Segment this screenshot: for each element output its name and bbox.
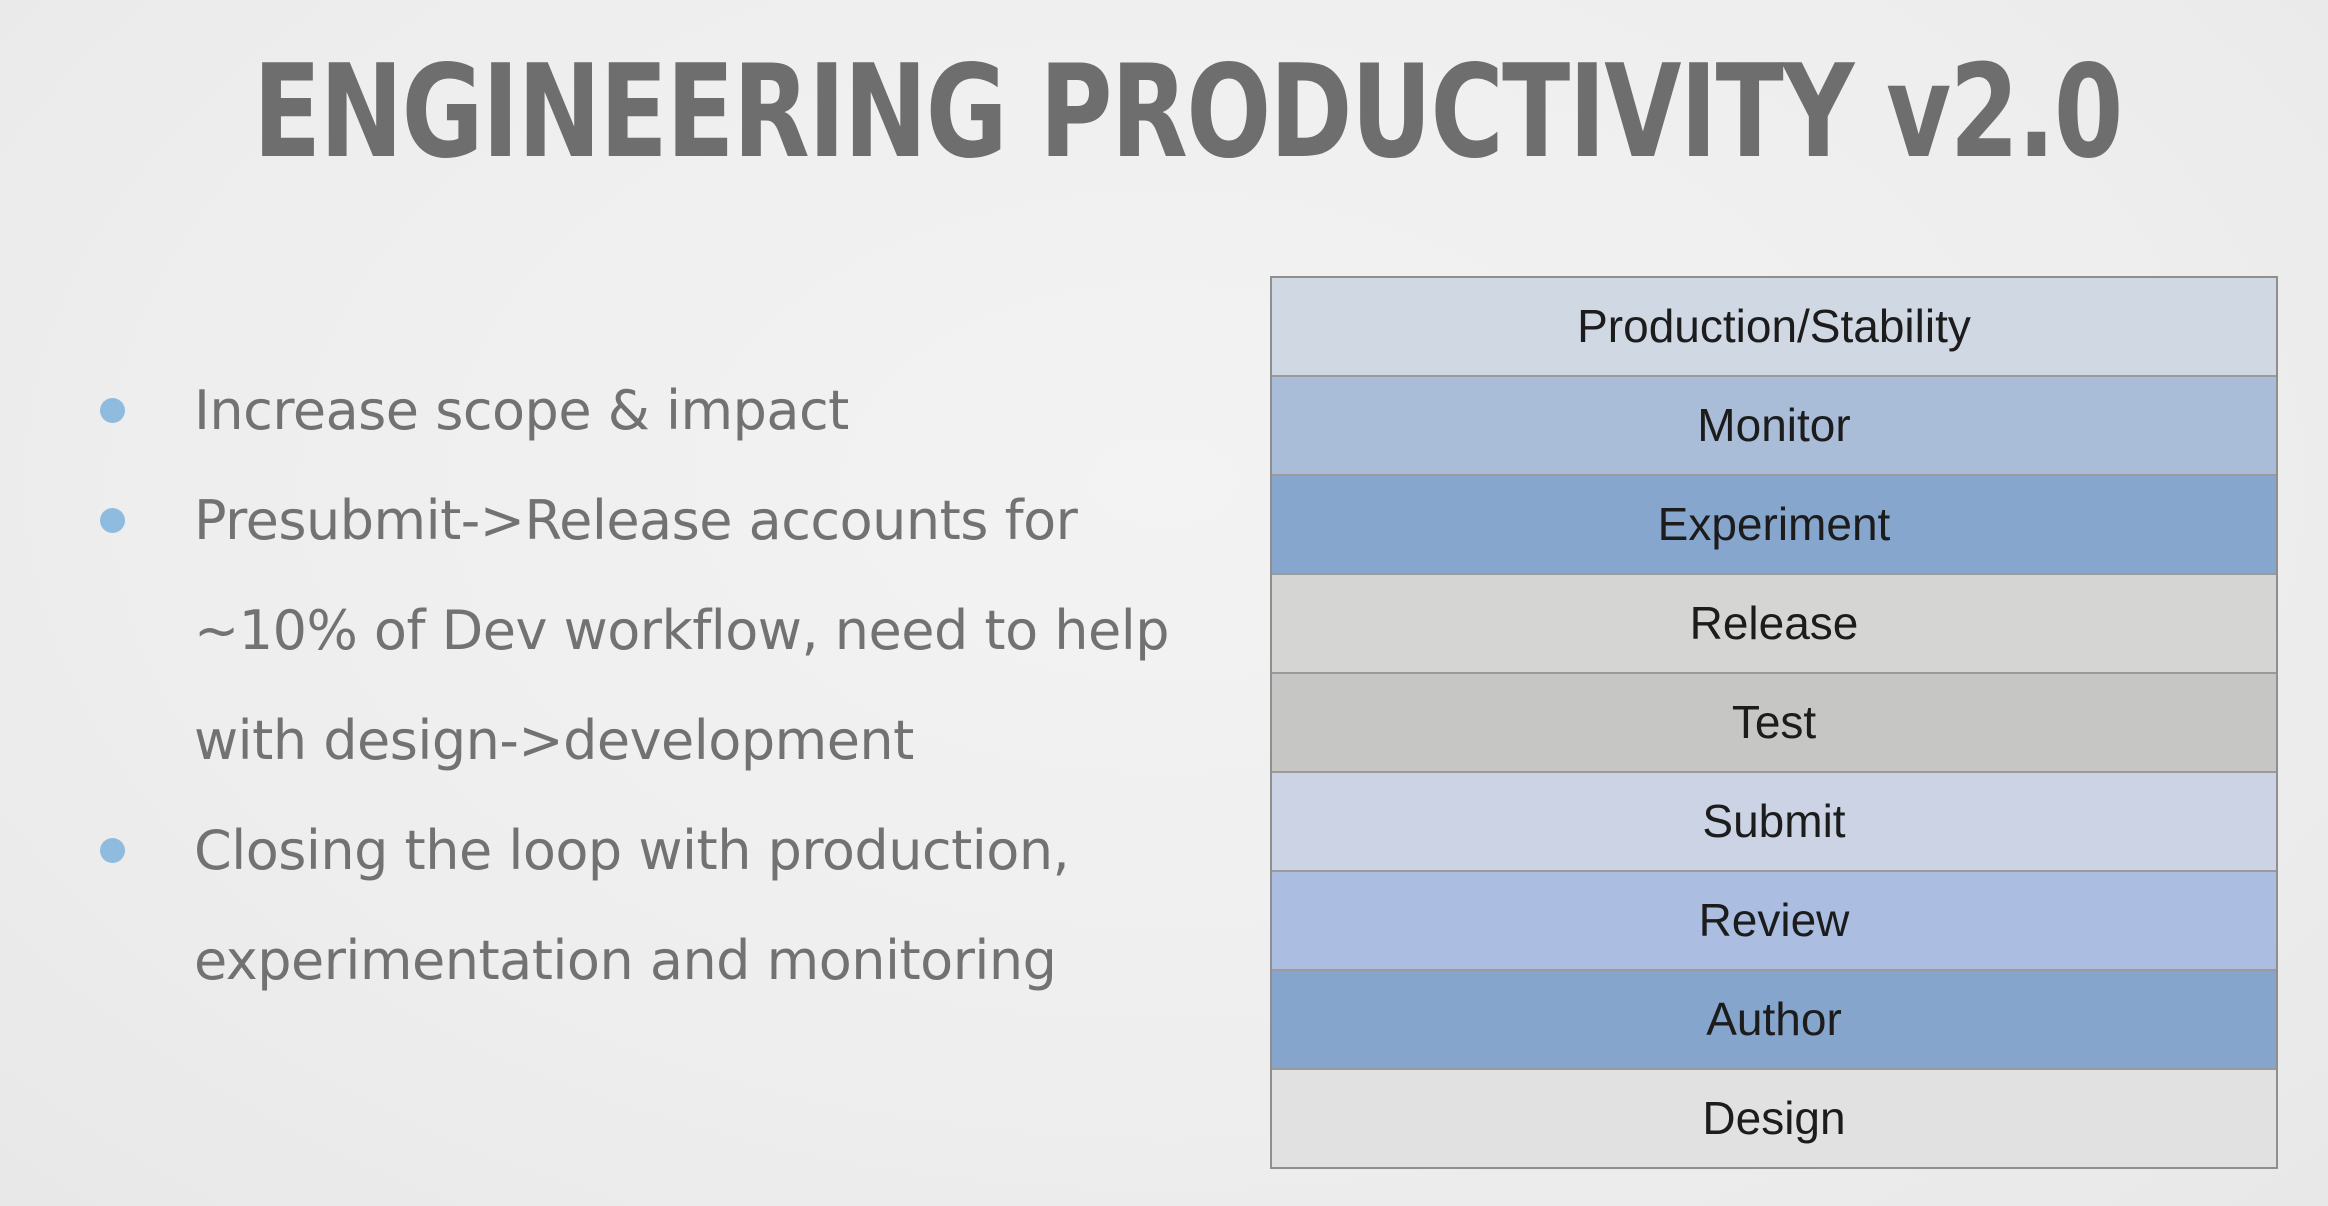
workflow-stack: Production/Stability Monitor Experiment … [1270,276,2278,1169]
stack-layer-experiment: Experiment [1272,476,2276,575]
bullet-text: Presubmit->Release accounts for ~10% of … [194,489,1170,772]
stack-layer-test: Test [1272,674,2276,773]
bullet-text: Increase scope & impact [194,379,849,442]
bullet-dot-icon [100,508,125,533]
stack-layer-submit: Submit [1272,773,2276,872]
stack-layer-monitor: Monitor [1272,377,2276,476]
bullet-item: Closing the loop with production, experi… [100,796,1240,1016]
bullet-dot-icon [100,838,125,863]
stack-layer-author: Author [1272,971,2276,1070]
bullet-item: Presubmit->Release accounts for ~10% of … [100,466,1240,796]
stack-layer-review: Review [1272,872,2276,971]
stack-layer-release: Release [1272,575,2276,674]
bullet-list: Increase scope & impact Presubmit->Relea… [100,356,1240,1016]
bullet-text: Closing the loop with production, experi… [194,819,1070,992]
stack-layer-production-stability: Production/Stability [1272,278,2276,377]
bullet-item: Increase scope & impact [100,356,1240,466]
bullet-dot-icon [100,398,125,423]
stack-layer-design: Design [1272,1070,2276,1167]
slide-title: ENGINEERING PRODUCTIVITY v2.0 [253,38,2123,187]
